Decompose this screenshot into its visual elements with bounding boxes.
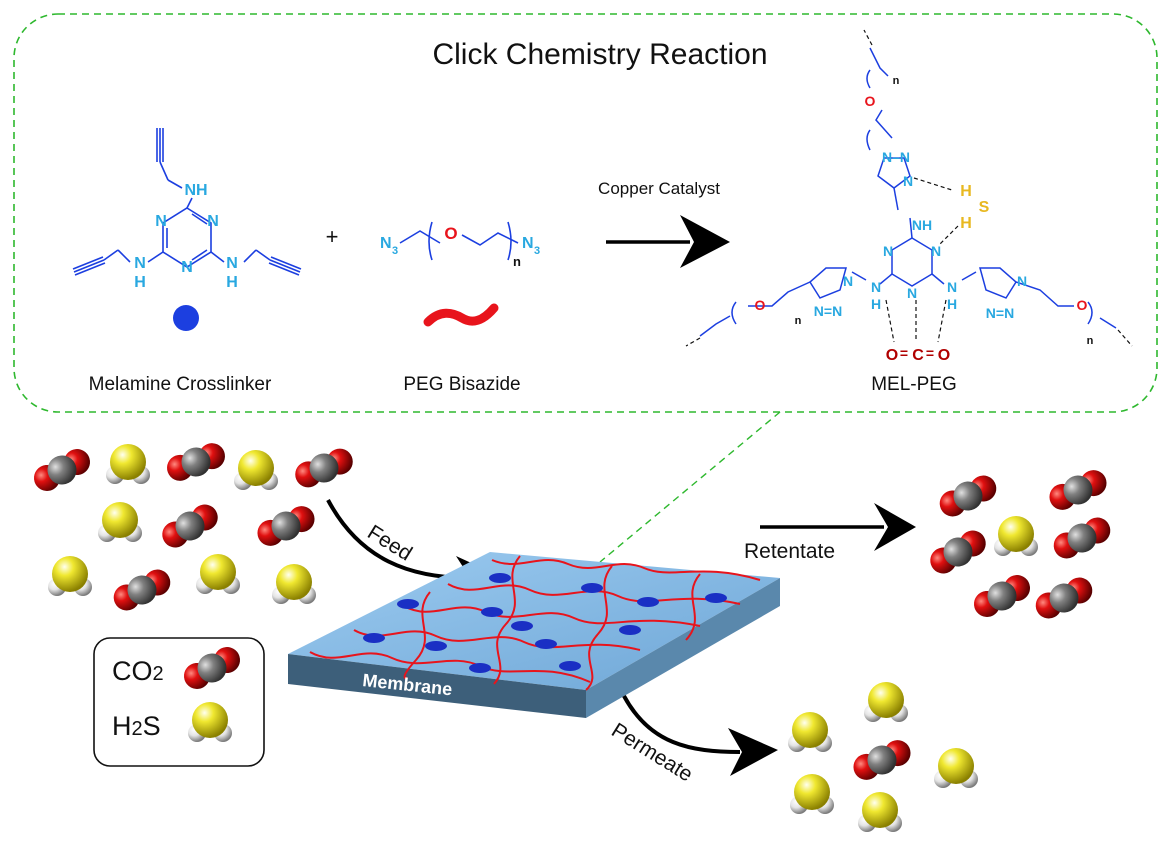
svg-text:O: O bbox=[938, 347, 950, 364]
svg-text:N: N bbox=[843, 273, 853, 289]
svg-text:=: = bbox=[900, 345, 908, 361]
svg-text:N: N bbox=[1017, 273, 1027, 289]
svg-text:n: n bbox=[513, 254, 521, 269]
ring-n: N bbox=[181, 259, 193, 276]
svg-text:N: N bbox=[903, 173, 913, 189]
svg-text:H: H bbox=[960, 215, 972, 232]
h2s-molecule bbox=[864, 682, 908, 722]
co2-molecule bbox=[924, 524, 992, 580]
svg-text:n: n bbox=[795, 315, 802, 327]
h2s-molecule bbox=[234, 450, 278, 490]
svg-text:N–N: N–N bbox=[882, 149, 910, 165]
amine-right: N bbox=[226, 255, 238, 272]
reaction-arrow bbox=[606, 215, 730, 268]
svg-text:H: H bbox=[871, 296, 881, 312]
svg-text:O: O bbox=[755, 297, 766, 313]
svg-text:n: n bbox=[893, 75, 900, 87]
co2-molecule bbox=[1048, 511, 1116, 565]
amine-right-h: H bbox=[226, 274, 238, 291]
svg-text:H: H bbox=[947, 296, 957, 312]
svg-text:n: n bbox=[1087, 335, 1094, 347]
legend-co2-label: CO2 bbox=[112, 656, 164, 686]
h2s-molecule bbox=[858, 792, 902, 832]
reaction-box bbox=[13, 13, 1158, 413]
svg-text:N=N: N=N bbox=[814, 303, 842, 319]
co2-molecule bbox=[848, 734, 916, 786]
co2-molecule bbox=[252, 500, 320, 552]
co2-molecule bbox=[108, 563, 176, 617]
reaction-title: Click Chemistry Reaction bbox=[432, 38, 767, 71]
co2-molecule bbox=[156, 498, 224, 554]
h2s-molecule bbox=[790, 774, 834, 814]
membrane-front-face bbox=[288, 654, 586, 718]
svg-text:N: N bbox=[522, 235, 534, 252]
permeate-molecules bbox=[788, 682, 978, 832]
h2s-molecule bbox=[106, 444, 150, 484]
svg-text:O: O bbox=[865, 93, 876, 109]
ring-n: N bbox=[207, 213, 219, 230]
svg-text:3: 3 bbox=[392, 245, 398, 257]
membrane-top-face bbox=[288, 552, 780, 690]
h2s-molecule bbox=[934, 748, 978, 788]
peg-symbol-wave bbox=[423, 303, 499, 327]
h2s-molecule bbox=[196, 554, 240, 594]
retentate-arrow bbox=[760, 503, 916, 551]
h2s-molecule bbox=[98, 502, 142, 542]
svg-text:O: O bbox=[444, 224, 457, 243]
membrane bbox=[288, 552, 780, 718]
ring-n: N bbox=[155, 213, 167, 230]
melamine-structure: NH N N N N H N H bbox=[72, 128, 302, 291]
retentate-label: Retentate bbox=[744, 540, 835, 563]
permeate-arrow bbox=[622, 695, 778, 776]
legend-h2s-label: H2S bbox=[112, 711, 161, 741]
zoom-connector bbox=[599, 411, 781, 563]
co2-molecule bbox=[28, 443, 96, 497]
svg-text:N: N bbox=[931, 243, 941, 259]
plus-sign: + bbox=[326, 224, 339, 249]
h2s-molecule bbox=[994, 516, 1038, 556]
svg-text:=: = bbox=[926, 345, 934, 361]
svg-text:N: N bbox=[871, 279, 881, 295]
svg-text:N: N bbox=[883, 243, 893, 259]
amine-top: NH bbox=[184, 182, 207, 199]
co2-molecule bbox=[1044, 464, 1112, 516]
amine-left-h: H bbox=[134, 274, 146, 291]
peg-structure: N 3 N 3 O n bbox=[380, 221, 540, 269]
peg-label: PEG Bisazide bbox=[403, 374, 520, 395]
svg-text:S: S bbox=[979, 199, 990, 216]
h2s-molecule bbox=[48, 556, 92, 596]
svg-text:H: H bbox=[960, 183, 972, 200]
product-label: MEL-PEG bbox=[871, 374, 957, 395]
catalyst-label: Copper Catalyst bbox=[598, 179, 720, 198]
co2-molecule bbox=[934, 469, 1002, 523]
svg-text:N: N bbox=[907, 285, 917, 301]
co2-molecule bbox=[290, 443, 358, 493]
mel-peg-structure: O n N–N N NH N N N N H N H N N=N N=N N O… bbox=[685, 29, 1133, 364]
retentate-molecules bbox=[924, 464, 1116, 625]
svg-text:N: N bbox=[380, 235, 392, 252]
legend: CO2 H2S bbox=[93, 637, 265, 767]
svg-text:3: 3 bbox=[534, 245, 540, 257]
svg-text:O: O bbox=[1077, 297, 1088, 313]
feed-label: Feed bbox=[363, 521, 416, 566]
melamine-label: Melamine Crosslinker bbox=[89, 374, 272, 395]
svg-text:C: C bbox=[912, 347, 924, 364]
membrane-side-face bbox=[586, 578, 780, 718]
amine-left: N bbox=[134, 255, 146, 272]
h2s-molecule bbox=[788, 712, 832, 752]
svg-text:N: N bbox=[947, 279, 957, 295]
co2-molecule bbox=[162, 438, 230, 486]
svg-text:NH: NH bbox=[912, 217, 932, 233]
svg-text:N=N: N=N bbox=[986, 305, 1014, 321]
co2-molecule bbox=[968, 569, 1036, 623]
h2s-molecule bbox=[272, 564, 316, 604]
feed-molecules bbox=[28, 438, 358, 617]
melamine-symbol-dot bbox=[173, 305, 199, 331]
co2-molecule bbox=[1030, 571, 1098, 625]
svg-text:O: O bbox=[886, 347, 898, 364]
